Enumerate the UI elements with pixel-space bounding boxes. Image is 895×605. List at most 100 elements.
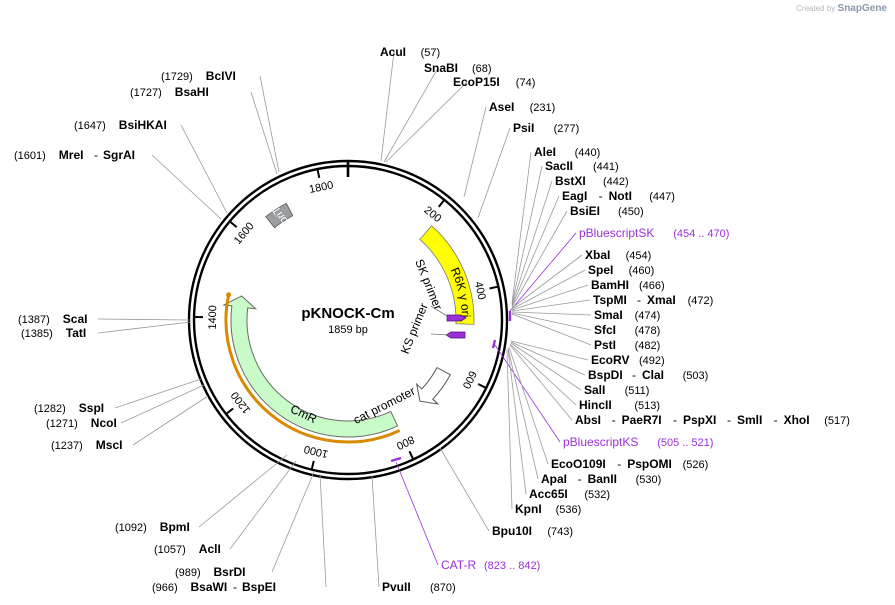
site-label-sacii[interactable]: SacII(441) bbox=[545, 159, 619, 173]
site-label-alei[interactable]: AleI(440) bbox=[534, 145, 600, 159]
site-leader bbox=[511, 284, 589, 311]
site-label-msci[interactable]: (1237)MscI bbox=[51, 438, 122, 452]
site-label-ecoo109i-pspomi[interactable]: EcoO109I-PspOMI(526) bbox=[551, 457, 708, 471]
site-leader bbox=[229, 460, 297, 550]
site-name: BspDI bbox=[588, 368, 623, 382]
site-label-pvuii[interactable]: PvuII(870) bbox=[382, 580, 456, 594]
site-name: pBluescriptKS bbox=[563, 435, 638, 449]
site-leader bbox=[198, 454, 288, 528]
site-label-pbluescriptks[interactable]: pBluescriptKS(505 .. 521) bbox=[563, 435, 713, 449]
site-label-acc65i[interactable]: Acc65I(532) bbox=[529, 487, 610, 501]
site-name: BsaHI bbox=[175, 85, 209, 99]
site-label-absi-paer7i-pspxi-smli-xhoi[interactable]: AbsI-PaeR7I-PspXI-SmlI-XhoI(517) bbox=[575, 413, 850, 427]
site-label-hincii[interactable]: HincII(513) bbox=[579, 398, 660, 412]
site-position: (1385) bbox=[21, 328, 53, 340]
site-position: (74) bbox=[516, 77, 536, 89]
site-label-bsrdi[interactable]: (989)BsrDI bbox=[175, 565, 246, 579]
site-label-spei[interactable]: SpeI(460) bbox=[588, 263, 654, 277]
site-label-psti[interactable]: PstI(482) bbox=[594, 338, 660, 352]
site-label-bcivi[interactable]: (1729) BcIVI bbox=[161, 69, 236, 83]
tick-mark bbox=[225, 407, 234, 415]
site-name: Bpu10I bbox=[492, 524, 532, 538]
pbluescriptks-mark bbox=[491, 339, 497, 349]
site-name: ApaI bbox=[541, 472, 567, 486]
site-name: EcoO109I bbox=[551, 457, 606, 471]
site-label-ncoi[interactable]: (1271)NcoI bbox=[46, 416, 117, 430]
tick-mark bbox=[229, 220, 238, 228]
tick-label: 400 bbox=[472, 280, 488, 301]
site-label-bstxi[interactable]: BstXI(442) bbox=[555, 174, 629, 188]
site-label-ecop15i[interactable]: EcoP15I(74) bbox=[453, 75, 535, 89]
site-label-scai[interactable]: (1387)ScaI bbox=[18, 312, 87, 326]
site-leader bbox=[511, 180, 553, 306]
site-label-pbluescriptsk[interactable]: pBluescriptSK(454 .. 470) bbox=[579, 226, 729, 240]
site-label-acli[interactable]: (1057)AclI bbox=[154, 542, 221, 556]
site-leader bbox=[511, 254, 583, 309]
site-label-bsahi[interactable]: (1727)BsaHI bbox=[130, 85, 209, 99]
site-name: HincII bbox=[579, 398, 612, 412]
site-label-tspmi-xmai[interactable]: TspMI-XmaI(472) bbox=[593, 293, 713, 307]
site-label-psii[interactable]: PsiI(277) bbox=[513, 121, 579, 135]
site-label-bspdi-clai[interactable]: BspDI-ClaI(503) bbox=[588, 368, 708, 382]
credit-watermark: Created by SnapGene bbox=[796, 3, 887, 14]
site-position: (1271) bbox=[46, 418, 78, 430]
site-label-sfci[interactable]: SfcI(478) bbox=[594, 323, 660, 337]
site-label-xbai[interactable]: XbaI(454) bbox=[585, 248, 651, 262]
site-position: (1729) bbox=[161, 71, 193, 83]
site-label-sspi[interactable]: (1282)SspI bbox=[34, 401, 104, 415]
site-label-bpmi[interactable]: (1092)BpmI bbox=[115, 520, 190, 534]
site-position: (447) bbox=[649, 191, 675, 203]
site-leader bbox=[511, 165, 543, 305]
site-position: (1647) bbox=[74, 120, 106, 132]
tick-label: 1400 bbox=[207, 305, 219, 330]
site-label-asei[interactable]: AseI(231) bbox=[489, 100, 555, 114]
site-leader bbox=[97, 321, 192, 334]
tick-label: 1000 bbox=[303, 442, 330, 459]
separator: - bbox=[673, 413, 677, 427]
site-leader bbox=[507, 347, 539, 480]
tick-mark bbox=[437, 199, 446, 208]
site-name: BamHI bbox=[591, 278, 629, 292]
site-label-bamhi[interactable]: BamHI(466) bbox=[591, 278, 665, 292]
site-label-kpni[interactable]: KpnI(536) bbox=[515, 502, 581, 516]
site-name: PspXI bbox=[683, 413, 716, 427]
site-label-bsihkai[interactable]: (1647)BsiHKAI bbox=[74, 118, 167, 132]
site-label-cat-r[interactable]: CAT-R(823 .. 842) bbox=[441, 558, 540, 572]
site-name: BcIVI bbox=[206, 69, 236, 83]
site-position: (526) bbox=[683, 459, 709, 471]
site-position: (989) bbox=[175, 567, 201, 579]
site-label-bsiei[interactable]: BsiEI(450) bbox=[570, 204, 644, 218]
site-leader bbox=[508, 346, 549, 465]
site-leader bbox=[511, 299, 591, 312]
site-label-smai[interactable]: SmaI(474) bbox=[594, 308, 660, 322]
site-position: (1387) bbox=[18, 314, 50, 326]
tick-mark bbox=[489, 285, 499, 290]
site-name: BanII bbox=[588, 472, 617, 486]
site-position: (503) bbox=[683, 370, 709, 382]
site-leader bbox=[511, 151, 532, 304]
site-name: SmlI bbox=[737, 413, 762, 427]
site-label-eagi-noti[interactable]: EagI-NotI(447) bbox=[562, 189, 675, 203]
site-label-tati[interactable]: (1385)TatI bbox=[21, 326, 86, 340]
site-leader bbox=[319, 473, 327, 588]
site-label-bpu10i[interactable]: Bpu10I(743) bbox=[492, 524, 573, 538]
site-label-snabi[interactable]: SnaBI(68) bbox=[424, 61, 492, 75]
site-leader bbox=[509, 232, 577, 312]
separator: - bbox=[94, 148, 98, 162]
site-name: MscI bbox=[96, 438, 123, 452]
site-leader bbox=[383, 67, 439, 163]
site-leader bbox=[511, 195, 560, 307]
site-label-apai-banii[interactable]: ApaI-BanII(530) bbox=[541, 472, 661, 486]
site-name: EcoRV bbox=[591, 353, 629, 367]
cat-promoter-feature bbox=[415, 366, 451, 405]
site-position: (454 .. 470) bbox=[673, 228, 729, 240]
site-name: AseI bbox=[489, 100, 514, 114]
site-label-acui[interactable]: AcuI(57) bbox=[380, 45, 440, 59]
site-label-ecorv[interactable]: EcoRV(492) bbox=[591, 353, 665, 367]
site-leader bbox=[510, 340, 589, 361]
site-name: XbaI bbox=[585, 248, 610, 262]
site-name: MreI bbox=[59, 148, 84, 162]
site-label-bsawi-bspei[interactable]: (966)BsaWI-BspEI bbox=[152, 580, 276, 594]
site-label-sali[interactable]: SalI(511) bbox=[584, 383, 649, 397]
site-label-mrei-sgrai[interactable]: (1601)MreI-SgrAI bbox=[14, 148, 135, 162]
